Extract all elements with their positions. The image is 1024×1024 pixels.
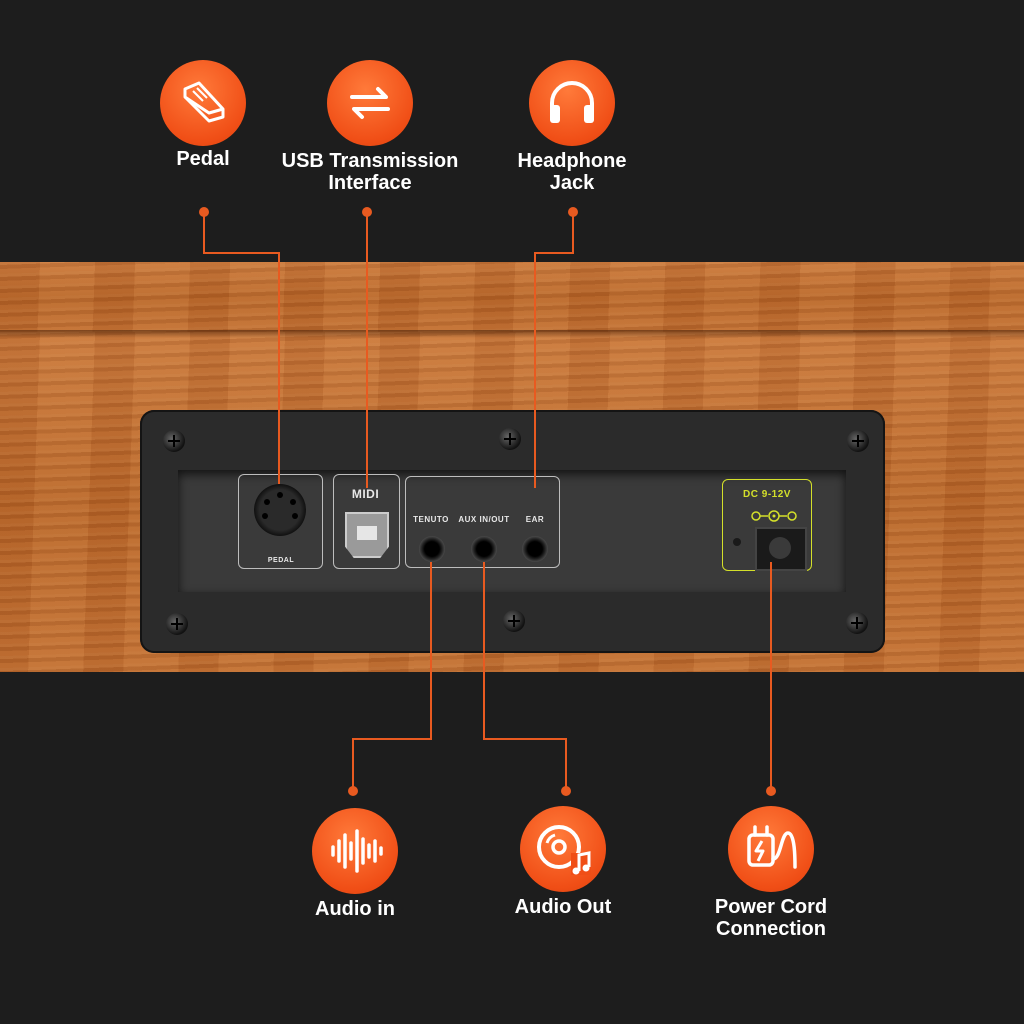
wood-edge-shadow [0,330,1024,338]
audio-jacks-frame [405,476,560,568]
headphone-callout-label-line2: Jack [549,172,595,194]
transfer-arrows-icon [350,87,390,119]
audio-in-callout-line [430,562,432,740]
pedal-port-frame [238,474,323,569]
sound-wave-icon [331,829,383,873]
aux-label: AUX IN/OUT [458,515,510,524]
pedal-callout-label: Pedal [176,148,230,170]
usb-callout-line [366,212,368,488]
pedal-callout-line [203,252,280,254]
audio-out-callout-line [565,738,567,788]
headphone-callout-circle [529,60,615,146]
aux-jack[interactable] [471,536,497,562]
screw-icon [846,612,868,634]
screw-icon [847,430,869,452]
dc-power-socket[interactable] [755,527,807,571]
pedal-icon [183,81,225,123]
usb-callout-label-line1: USB Transmission [281,150,459,172]
dc-label: DC 9-12V [743,489,791,500]
audio-in-callout-circle [312,808,398,894]
pedal-callout-line [278,252,280,484]
power-callout-label-line2: Connection [716,918,826,940]
audio-out-callout-line [483,738,567,740]
plug-icon [747,825,797,869]
usb-callout-circle [327,60,413,146]
audio-out-callout-circle [520,806,606,892]
headphone-callout-line [534,252,536,488]
headphone-callout-line [534,252,574,254]
pedal-callout-circle [160,60,246,146]
audio-in-callout-label: Audio in [315,898,395,920]
polarity-icon [751,510,797,522]
ear-jack[interactable] [522,536,548,562]
screw-icon [503,610,525,632]
tenuto-jack[interactable] [419,536,445,562]
audio-in-callout-line [352,738,432,740]
tenuto-label: TENUTO [413,515,449,524]
usb-callout-label-line2: Interface [328,172,412,194]
power-callout-label-line1: Power Cord [714,896,828,918]
screw-icon [499,428,521,450]
headphone-callout-label-line1: Headphone [517,150,627,172]
audio-out-callout-line [483,562,485,740]
screw-icon [163,430,185,452]
power-callout-line [770,562,772,788]
pedal-din-socket[interactable] [254,484,306,536]
pedal-port-label: PEDAL [267,557,295,564]
power-callout-dot [766,786,776,796]
headphone-callout-line [572,212,574,254]
audio-out-callout-dot [561,786,571,796]
power-callout-circle [728,806,814,892]
ear-label: EAR [525,515,545,524]
usb-b-socket[interactable] [345,512,389,558]
led-indicator [733,538,741,546]
pedal-callout-line [203,212,205,254]
audio-in-callout-dot [348,786,358,796]
audio-out-callout-label: Audio Out [514,896,612,918]
midi-label: MIDI [351,487,380,501]
disc-music-icon [537,825,591,875]
audio-in-callout-line [352,738,354,788]
screw-icon [166,613,188,635]
wood-top-rail [0,262,1024,334]
headphone-icon [550,81,594,123]
